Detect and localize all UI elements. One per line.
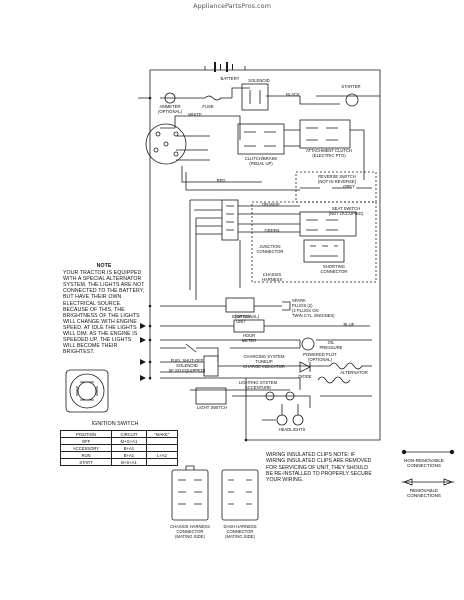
wire-label-white: WHITE	[188, 112, 202, 117]
table-header-row: POSITION CIRCUIT "MAKE"	[60, 430, 179, 438]
light-switch-label: LIGHT SWITCH	[197, 405, 227, 410]
table-header: CIRCUIT	[111, 430, 147, 438]
headlights-label: HEADLIGHTS	[278, 427, 306, 432]
battery-label: BATTERY	[220, 76, 240, 81]
wire-label-orange: ORANGE	[261, 202, 281, 207]
chassis-connector-label: CHASSIS HARNESS CONNECTOR (MATING SIDE)	[170, 524, 210, 539]
table-row: RUN B+A1 L+A2	[60, 451, 179, 459]
shorting-connector-label: SHORTING CONNECTOR	[320, 264, 348, 274]
table-row: START B+S+A1	[60, 458, 179, 466]
oil-pressure-label: OIL PRESSURE	[319, 340, 343, 350]
watermark: AppliancePartsPros.com	[193, 2, 271, 10]
fuel-shutoff-label: FUEL SHUT-OFF SOLENOID (IF SO EQUIPPED)	[168, 358, 206, 373]
chassis-connector-symbol	[171, 469, 209, 521]
table-cell: OFF	[60, 437, 112, 445]
table-row: OFF M+G+A1	[60, 437, 179, 445]
table-row: ACCESSORY B+A1	[60, 444, 179, 452]
alternator-coil	[329, 362, 372, 370]
ignition-switch-title: IGNITION SWITCH	[91, 421, 139, 427]
table-cell: B+A1	[111, 451, 147, 459]
removable-arrow	[402, 478, 454, 486]
junction-connector-label: JUNCTION CONNECTOR	[256, 244, 284, 254]
table-header: "MAKE"	[145, 430, 179, 438]
table-cell	[145, 437, 179, 445]
wire-label-black: BLACK	[286, 92, 300, 97]
main-harness-outline	[138, 69, 381, 441]
ignition-unit	[225, 297, 255, 313]
solenoid-label: SOLENOID	[248, 78, 270, 83]
wire-label-green: GREEN	[264, 228, 280, 233]
table-cell: START	[60, 458, 112, 466]
alternator-note: NOTE YOUR TRACTOR IS EQUIPPED WITH A SPE…	[63, 263, 145, 355]
charging-system-label: CHARGING SYSTEM TUNEUP CHARGE INDICATOR	[243, 354, 285, 369]
legend-removable: REMOVABLE CONNECTIONS	[407, 488, 441, 499]
ammeter-symbol	[164, 92, 176, 104]
junction-connector	[221, 199, 239, 241]
headlight-right	[292, 414, 304, 426]
wire-label-blue: BLUE	[343, 322, 355, 327]
hour-meter-label: HOUR METER	[241, 333, 257, 343]
table-cell: B+S+A1	[111, 458, 147, 466]
fuel-shutoff-solenoid	[203, 355, 219, 377]
attachment-clutch-switch	[299, 119, 351, 149]
alternator-label: ALTERNATOR	[340, 370, 368, 375]
starter-symbol	[345, 93, 359, 107]
ignition-switch-table: POSITION CIRCUIT "MAKE" OFF M+G+A1 ACCES…	[60, 430, 179, 466]
powered-plot-label: POWERED PLOT (OPTIONAL)	[303, 352, 337, 362]
chassis-harness-label: CHASSIS HARNESS	[261, 272, 283, 282]
note-title: NOTE	[96, 263, 112, 269]
headlight-left	[276, 414, 288, 426]
seat-switch-area	[251, 201, 377, 283]
dash-connector-symbol	[221, 469, 259, 521]
table-header: POSITION	[60, 430, 112, 438]
oil-pressure-indicator	[301, 337, 315, 351]
wire-label-red: RED	[216, 178, 226, 183]
ammeter-label: AMMETER (OPTIONAL)	[158, 104, 182, 114]
diode-label: DIODE	[298, 374, 312, 379]
table-cell: B+A1	[111, 444, 147, 452]
dash-connector-label: DASH HARNESS CONNECTOR (MATING SIDE)	[223, 524, 257, 539]
table-cell: L+A2	[145, 451, 179, 459]
light-switch	[195, 387, 227, 405]
solenoid-symbol	[241, 83, 269, 111]
table-cell: M+G+A1	[111, 437, 147, 445]
lighting-coil	[317, 376, 351, 384]
reverse-switch-label: REVERSE SWITCH (NOT IN REVERSE)	[317, 174, 357, 184]
fuse-label: FUSE	[202, 104, 214, 109]
table-cell: ACCESSORY	[60, 444, 112, 452]
table-cell	[145, 458, 179, 466]
clutch-brake-label: CLUTCH/BRAKE (PEDAL UP)	[244, 156, 278, 166]
optional-label: (OPTIONAL)	[235, 314, 259, 319]
shorting-connector	[303, 239, 345, 263]
lighting-system-label: LIGHTING SYSTEM ACCENTURE	[238, 380, 278, 390]
table-cell: RUN	[60, 451, 112, 459]
wiring-clips-warning: WIRING INSULATED CLIPS NOTE: IF WIRING I…	[266, 452, 372, 484]
fuse-symbol	[204, 95, 222, 101]
seat-switch-label: SEAT SWITCH (NOT OCCUPIED)	[328, 206, 364, 216]
note-body: YOUR TRACTOR IS EQUIPPED WITH A SPECIAL …	[63, 270, 145, 356]
table-cell	[145, 444, 179, 452]
wire-label-grey: GREY	[343, 184, 355, 189]
ignition-switch-body	[65, 369, 109, 413]
spark-plug-label: SPARK PLUGS (2) (2 PLUGS ON TWIN CYL. EN…	[292, 298, 335, 318]
non-removable-dot-left	[401, 449, 407, 455]
starter-label: STARTER	[341, 84, 361, 89]
battery-leads	[204, 66, 246, 70]
ignition-switch-symbol	[145, 123, 187, 165]
clutch-brake-switch	[237, 123, 285, 155]
non-removable-dot-right	[449, 449, 455, 455]
ignition-unit-label: IGNITION UNIT	[231, 314, 251, 324]
diode-symbol	[299, 361, 311, 373]
legend-non-removable: NON-REMOVABLE CONNECTIONS	[404, 458, 444, 469]
attachment-clutch-label: ATTACHMENT CLUTCH (ELECTRIC PTO)	[305, 148, 353, 158]
